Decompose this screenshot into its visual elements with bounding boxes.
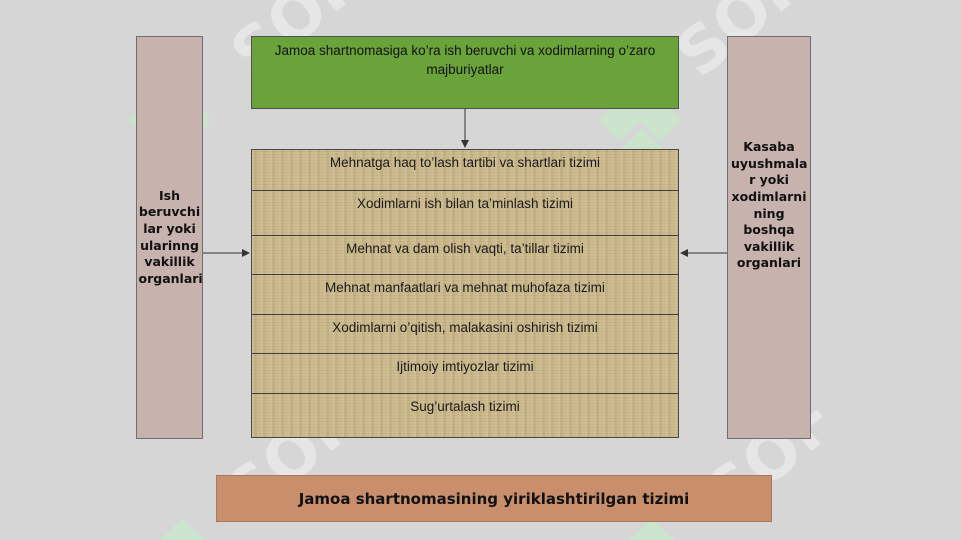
row-item-4: Mehnat manfaatlari va mehnat muhofaza ti… (252, 275, 678, 315)
row-item-6: Ijtimoiy imtiyozlar tizimi (252, 354, 678, 394)
row-item-1: Mehnatga haq to’lash tartibi va shartlar… (252, 150, 678, 191)
bottom-box-text: Jamoa shartnomasining yiriklashtirilgan … (298, 489, 690, 508)
row-item-text: Mehnatga haq to’lash tartibi va shartlar… (329, 155, 601, 170)
row-item-text: Mehnat manfaatlari va mehnat muhofaza ti… (325, 280, 605, 295)
right-box: Kasaba uyushmala r yoki xodimlarni ning … (727, 36, 811, 439)
row-item-text: Ijtimoiy imtiyozlar tizimi (396, 359, 534, 374)
row-item-3: Mehnat va dam olish vaqti, ta’tillar tiz… (252, 236, 678, 275)
row-item-text: Xodimlarni o’qitish, malakasini oshirish… (332, 320, 598, 335)
row-item-text: Sug’urtalash tizimi (410, 399, 520, 414)
row-item-7: Sug’urtalash tizimi (252, 394, 678, 437)
right-box-text: Kasaba uyushmala r yoki xodimlarni ning … (731, 139, 808, 271)
top-box: Jamoa shartnomasiga ko’ra ish beruvchi v… (251, 36, 679, 109)
left-box: Ish beruvchi lar yoki ularinng vakillik … (136, 36, 203, 439)
systems-stack: Mehnatga haq to’lash tartibi va shartlar… (251, 149, 679, 438)
row-item-text: Mehnat va dam olish vaqti, ta’tillar tiz… (346, 241, 584, 256)
bottom-box: Jamoa shartnomasining yiriklashtirilgan … (216, 475, 772, 522)
row-item-2: Xodimlarni ish bilan ta’minlash tizimi (252, 191, 678, 236)
row-item-text: Xodimlarni ish bilan ta’minlash tizimi (356, 196, 574, 211)
top-box-text: Jamoa shartnomasiga ko’ra ish beruvchi v… (274, 43, 656, 77)
left-box-text: Ish beruvchi lar yoki ularinng vakillik … (138, 187, 203, 286)
row-item-5: Xodimlarni o’qitish, malakasini oshirish… (252, 315, 678, 354)
